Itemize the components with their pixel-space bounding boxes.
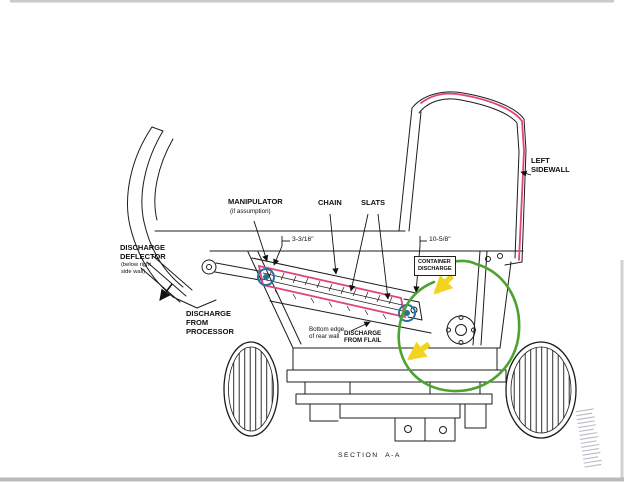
deflector-arrow [159, 283, 173, 301]
manipulator-label: MANIPULATOR [228, 197, 283, 206]
left-wheel [223, 341, 279, 437]
discharge-dimension: 10-5/8" [429, 236, 451, 243]
container-discharge-arrow [433, 274, 454, 295]
manipulator-dimension: 3-3/16" [292, 236, 314, 243]
chain-label: CHAIN [318, 198, 342, 207]
chassis-frame [286, 347, 507, 442]
watermark-stamp [575, 408, 602, 468]
slats-label: SLATS [361, 198, 386, 207]
discharge-deflector-label: DISCHARGE DEFLECTOR [120, 243, 166, 261]
sidewall-highlight [420, 92, 525, 261]
flail-discharge-arrow [406, 341, 431, 361]
machine-linework [127, 91, 527, 349]
left-sidewall-label: LEFT SIDEWALL [531, 156, 570, 174]
discharge-flail-label: DISCHARGE FROM FLAIL [344, 330, 382, 345]
bottom-edge-label: Bottom edge of rear wall [309, 326, 345, 341]
flail-hub [446, 315, 476, 345]
material-flow-loop [397, 259, 521, 393]
container-discharge-label: CONTAINER DISCHARGE [414, 256, 456, 276]
manipulator-note: (if assumption) [230, 208, 271, 215]
left-sprocket [257, 268, 275, 286]
label-leader-lines [253, 170, 532, 332]
right-wheel [505, 341, 577, 439]
discharge-deflector-note: (below right side wall) [121, 262, 151, 275]
discharge-processor-label: DISCHARGE FROM PROCESSOR [186, 309, 234, 336]
conveyor-assembly [257, 264, 416, 322]
section-title: SECTION A-A [338, 452, 401, 459]
